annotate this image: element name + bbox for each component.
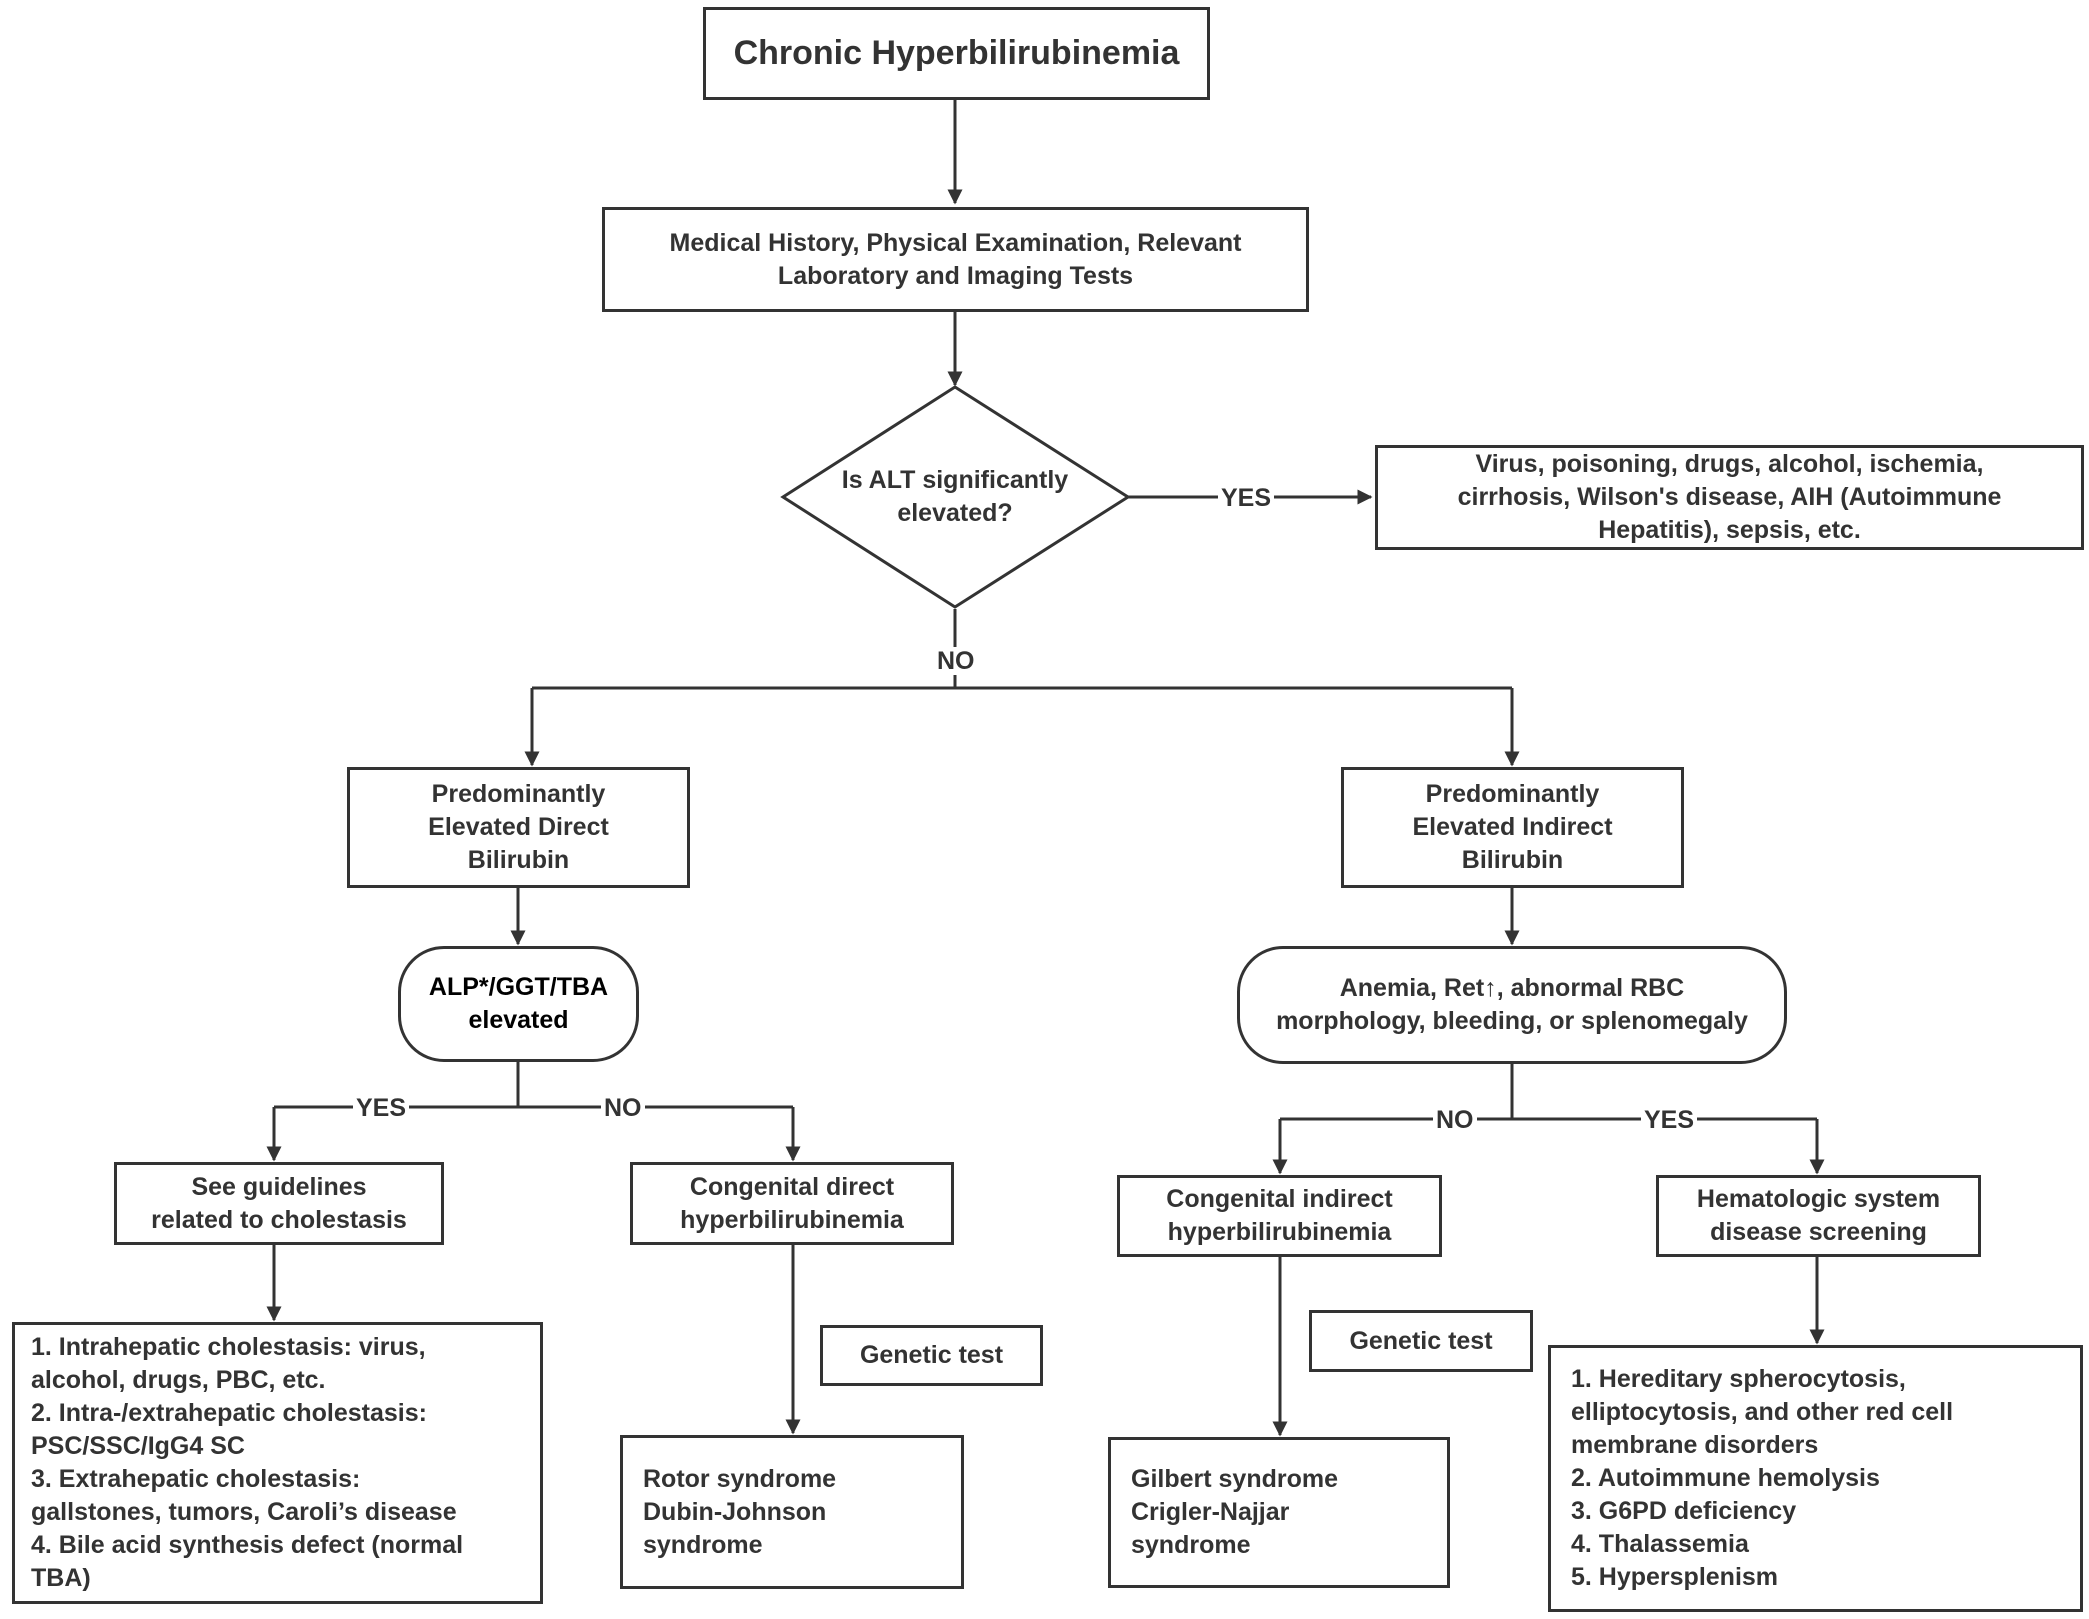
chol-item-8: TBA) [31, 1564, 91, 1592]
decision-diamond [780, 385, 1131, 609]
direct-bilirubin-box: Predominantly Elevated Direct Bilirubin [347, 767, 690, 888]
alt-question: Is ALT significantly elevated? [813, 464, 1097, 530]
genetic-test-1: Genetic test [859, 1341, 1004, 1369]
hematologic-line-2: disease screening [1710, 1218, 1927, 1246]
hem-item-6: 4. Thalassemia [1571, 1530, 1749, 1558]
causes-line-2: cirrhosis, Wilson's disease, AIH (Autoim… [1457, 483, 2002, 511]
hematologic-screening-box: Hematologic system disease screening [1656, 1175, 1981, 1257]
alt-question-line-2: elevated? [897, 499, 1013, 527]
direct-syndromes-box: Rotor syndrome Dubin-Johnson syndrome [620, 1435, 964, 1589]
genetic-test-box-2: Genetic test [1309, 1310, 1533, 1372]
direct-line-2: Elevated Direct [428, 813, 609, 841]
history-box: Medical History, Physical Examination, R… [602, 207, 1309, 312]
alp-line-1: ALP*/GGT/TBA [428, 973, 609, 1001]
alp-line-2: elevated [468, 1006, 569, 1034]
anemia-no-label: NO [1433, 1106, 1477, 1134]
cong-indirect-line-2: hyperbilirubinemia [1167, 1218, 1392, 1246]
indirect-bilirubin-box: Predominantly Elevated Indirect Bilirubi… [1341, 767, 1684, 888]
cholestasis-guidelines-box: See guidelines related to cholestasis [114, 1162, 444, 1245]
hematologic-line-1: Hematologic system [1696, 1185, 1941, 1213]
alt-yes-label: YES [1218, 484, 1275, 512]
indirect-syn-3: syndrome [1131, 1531, 1251, 1559]
indirect-syn-1: Gilbert syndrome [1131, 1465, 1338, 1493]
hem-item-7: 5. Hypersplenism [1571, 1563, 1779, 1591]
chol-item-4: PSC/SSC/IgG4 SC [31, 1432, 245, 1460]
cong-direct-line-1: Congenital direct [689, 1172, 895, 1201]
alp-test-box: ALP*/GGT/TBA elevated [398, 946, 639, 1062]
hem-item-2: elliptocytosis, and other red cell [1571, 1398, 1954, 1426]
chol-item-5: 3. Extrahepatic cholestasis: [31, 1465, 361, 1493]
genetic-test-box-1: Genetic test [820, 1325, 1043, 1386]
diagram-title: Chronic Hyperbilirubinemia [733, 34, 1180, 72]
alp-no-label: NO [601, 1094, 645, 1122]
cong-indirect-line-1: Congenital indirect [1166, 1185, 1393, 1213]
history-line-1: Medical History, Physical Examination, R… [669, 228, 1242, 257]
anemia-line-2: morphology, bleeding, or splenomegaly [1276, 1007, 1748, 1035]
causes-line-1: Virus, poisoning, drugs, alcohol, ischem… [1475, 450, 1984, 478]
hem-item-3: membrane disorders [1571, 1431, 1819, 1459]
chol-item-2: alcohol, drugs, PBC, etc. [31, 1366, 326, 1394]
congenital-direct-box: Congenital direct hyperbilirubinemia [630, 1162, 954, 1245]
congenital-indirect-box: Congenital indirect hyperbilirubinemia [1117, 1175, 1442, 1257]
hematologic-list-box: 1. Hereditary spherocytosis, elliptocyto… [1548, 1345, 2083, 1612]
direct-line-1: Predominantly [431, 780, 606, 808]
chol-item-6: gallstones, tumors, Caroli’s disease [31, 1498, 457, 1526]
alt-no-label: NO [934, 647, 978, 675]
cholestasis-list-box: 1. Intrahepatic cholestasis: virus, alco… [12, 1322, 543, 1604]
alt-question-line-1: Is ALT significantly [841, 466, 1069, 494]
title-box: Chronic Hyperbilirubinemia [703, 7, 1210, 100]
anemia-line-1: Anemia, Ret↑, abnormal RBC [1339, 974, 1685, 1002]
genetic-test-2: Genetic test [1349, 1326, 1493, 1355]
indirect-line-2: Elevated Indirect [1412, 813, 1613, 841]
anemia-yes-label: YES [1641, 1106, 1698, 1134]
indirect-line-1: Predominantly [1425, 780, 1600, 808]
indirect-syndromes-box: Gilbert syndrome Crigler-Najjar syndrome [1108, 1437, 1450, 1588]
cong-direct-line-2: hyperbilirubinemia [680, 1205, 904, 1234]
alp-yes-label: YES [353, 1094, 410, 1122]
hem-item-5: 3. G6PD deficiency [1571, 1497, 1797, 1525]
indirect-syn-2: Crigler-Najjar [1131, 1498, 1290, 1526]
direct-syn-2: Dubin-Johnson [643, 1497, 827, 1526]
chol-item-1: 1. Intrahepatic cholestasis: virus, [31, 1333, 426, 1361]
guidelines-line-2: related to cholestasis [151, 1205, 407, 1234]
alt-yes-causes-box: Virus, poisoning, drugs, alcohol, ischem… [1375, 445, 2084, 550]
hem-item-1: 1. Hereditary spherocytosis, [1571, 1365, 1906, 1393]
chol-item-3: 2. Intra-/extrahepatic cholestasis: [31, 1399, 427, 1427]
history-line-2: Laboratory and Imaging Tests [777, 261, 1134, 290]
direct-syn-3: syndrome [643, 1530, 763, 1559]
direct-syn-1: Rotor syndrome [643, 1464, 837, 1493]
causes-line-3: Hepatitis), sepsis, etc. [1598, 516, 1861, 544]
hem-item-4: 2. Autoimmune hemolysis [1571, 1464, 1880, 1492]
guidelines-line-1: See guidelines [191, 1172, 367, 1201]
direct-line-3: Bilirubin [467, 846, 570, 874]
indirect-line-3: Bilirubin [1461, 846, 1564, 874]
chol-item-7: 4. Bile acid synthesis defect (normal [31, 1531, 464, 1559]
anemia-test-box: Anemia, Ret↑, abnormal RBC morphology, b… [1237, 946, 1787, 1064]
